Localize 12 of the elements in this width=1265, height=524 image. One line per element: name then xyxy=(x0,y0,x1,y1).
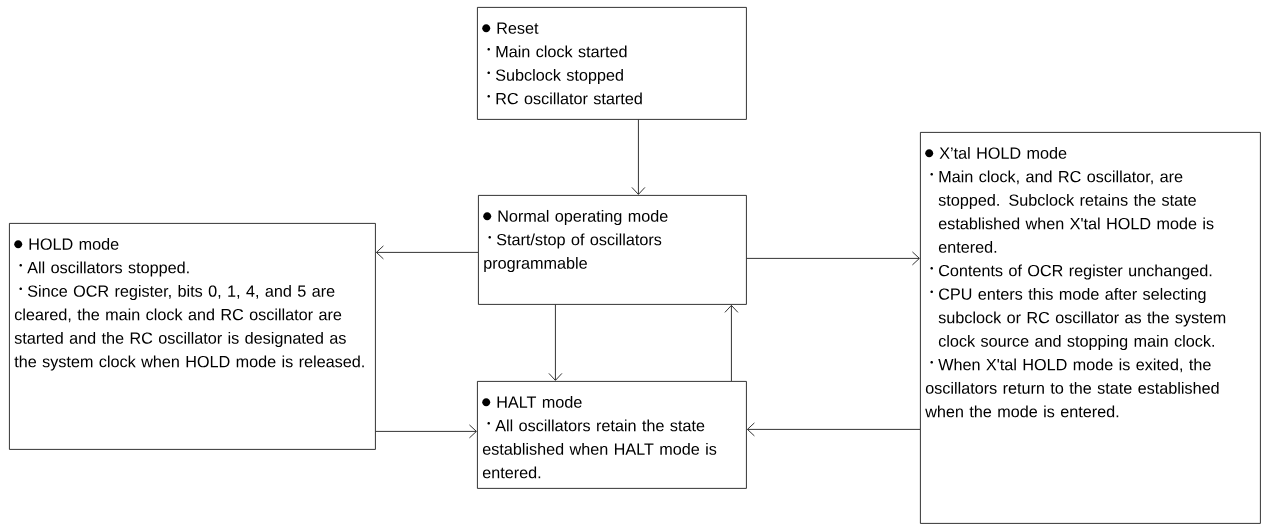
mode-box: HOLD mode All oscillators stopped. Since OCR register, bits 0, 1, 4, and 5 are cleared, the main clock and RC oscillator are started and the RC oscillator is designated as the system clock when HOLD mode is released. xyxy=(9,223,376,450)
arrow xyxy=(747,422,921,437)
arrow xyxy=(376,245,479,260)
arrow xyxy=(746,251,920,266)
mode-box: Normal operating mode Start/stop of oscillators programmable xyxy=(478,195,747,305)
mode-box: Reset Main clock started Subclock stopped RC oscillator started xyxy=(477,7,747,120)
arrow xyxy=(548,304,563,381)
mode-box: X’tal HOLD mode Main clock, and RC oscillator, are stopped. Subclock retains the state established when X'tal HOLD mode is entered. Contents of OCR register unchanged. CPU enters this mode after selecting subclock or RC oscillator as the system clock source and stopping main clock. When X'tal HOLD mode is exited, the oscillators return to the state established when the mode is entered. xyxy=(920,132,1261,524)
arrow xyxy=(631,119,646,195)
arrow xyxy=(375,424,477,439)
mode-box: HALT mode All oscillators retain the state established when HALT mode is entered. xyxy=(477,381,747,489)
arrow xyxy=(724,305,739,382)
